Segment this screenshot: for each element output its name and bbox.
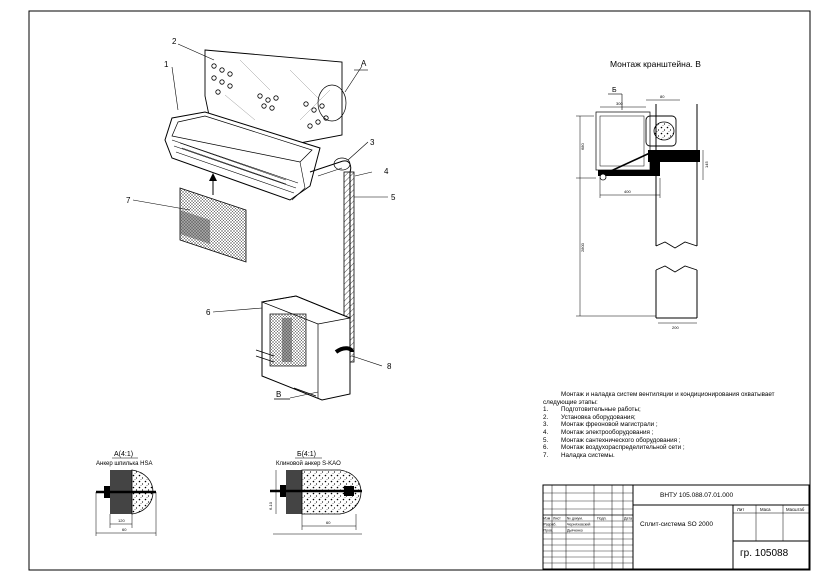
- detail-b: Б(4:1) Клиновой анкер S-KAO 60 6-10: [268, 451, 362, 535]
- notes-item: 3.Монтаж фреоновой магистрали ;: [543, 421, 658, 429]
- bracket-dim-2: 80: [660, 94, 665, 99]
- sheet-frame: [28, 10, 811, 571]
- detail-a: А(4:1) Анкер шпилька HSA 120 60: [95, 451, 157, 536]
- detail-a-dim-1: 120: [118, 518, 125, 523]
- title-block-hdr-list: Лист: [553, 517, 561, 521]
- notes-item: 2.Установка оборудования;: [543, 413, 636, 421]
- callout-2: 2: [172, 37, 177, 46]
- detail-a-dim-2: 60: [122, 527, 127, 532]
- callout-5: 5: [391, 193, 396, 202]
- callout-6: 6: [206, 308, 211, 317]
- callout-7: 7: [126, 196, 131, 205]
- callout-3: 3: [370, 138, 375, 147]
- view-a-marker-circle: [317, 84, 347, 122]
- detail-b-subtitle: Клиновой анкер S-KAO: [276, 460, 341, 467]
- title-block-name-prov: Дьяченко: [567, 529, 583, 533]
- bracket-dim-7: 145: [704, 161, 709, 168]
- title-block-row-razrab: Разраб.: [544, 523, 557, 527]
- notes-intro: Монтаж и наладка систем вентиляции и кон…: [543, 391, 775, 406]
- title-block-code: ВНТУ 105.088.07.01.000: [660, 492, 734, 499]
- detail-a-title: А(4:1): [114, 451, 133, 458]
- pipe-through-wall: [648, 150, 700, 162]
- notes-item: 6.Монтаж воздухораспределительной сети ;: [543, 444, 685, 452]
- callout-4: 4: [384, 167, 389, 176]
- title-block-name-razrab: Черняховский: [567, 523, 590, 527]
- detail-b-dim-1: 60: [326, 520, 331, 525]
- bracket-section-view: Монтаж кранштейна. В Б: [576, 59, 709, 330]
- bracket-dim-6: 200: [672, 325, 679, 330]
- bracket-dim-3: 400: [624, 189, 631, 194]
- callout-view-v: В: [276, 390, 281, 399]
- title-block-group: гр. 105088: [740, 548, 789, 559]
- title-block-col-scale: Масштаб: [786, 507, 805, 512]
- bracket-dim-5: 2800: [580, 242, 585, 252]
- bracket-view-marker: Б: [612, 87, 617, 94]
- plate-holes: [211, 63, 329, 129]
- notes-item: 4.Монтаж электрооборудования ;: [543, 428, 654, 436]
- title-block-col-mass: Маса: [760, 507, 771, 512]
- title-block-hdr-izm: Изм: [544, 517, 551, 521]
- callout-1: 1: [164, 60, 169, 69]
- bracket-dim-1: 300: [616, 101, 623, 106]
- title-block-hdr-date: Дата: [624, 517, 632, 521]
- callout-8: 8: [387, 362, 392, 371]
- bracket-dim-4: 680: [580, 143, 585, 150]
- title-block-hdr-doc: № докум.: [567, 517, 583, 521]
- title-block-row-prov: Пров.: [544, 529, 554, 533]
- bracket-view-title: Монтаж кранштейна. В: [610, 59, 701, 69]
- detail-b-dim-2: 6-10: [268, 501, 273, 510]
- title-block-product: Сплит-система SO 2000: [640, 521, 713, 528]
- detail-b-title: Б(4:1): [297, 451, 316, 458]
- iso-assembly: 1 2 А 3 4 5 7 6 8 В: [126, 37, 396, 401]
- title-block-col-lit: Лит: [737, 507, 744, 512]
- detail-a-subtitle: Анкер шпилька HSA: [96, 461, 153, 467]
- notes-item: 1.Подготовительные работы;: [543, 406, 641, 414]
- notes-item: 5.Монтаж сантехнического оборудования ;: [543, 436, 681, 444]
- installation-notes: Монтаж и наладка систем вентиляции и кон…: [543, 391, 805, 459]
- notes-list: 1.Подготовительные работы; 2.Установка о…: [543, 406, 805, 459]
- title-block: [542, 484, 810, 570]
- title-block-hdr-sign: Подп.: [597, 517, 607, 521]
- notes-item: 7.Наладка системы.: [543, 451, 615, 459]
- callout-view-a: А: [361, 59, 367, 68]
